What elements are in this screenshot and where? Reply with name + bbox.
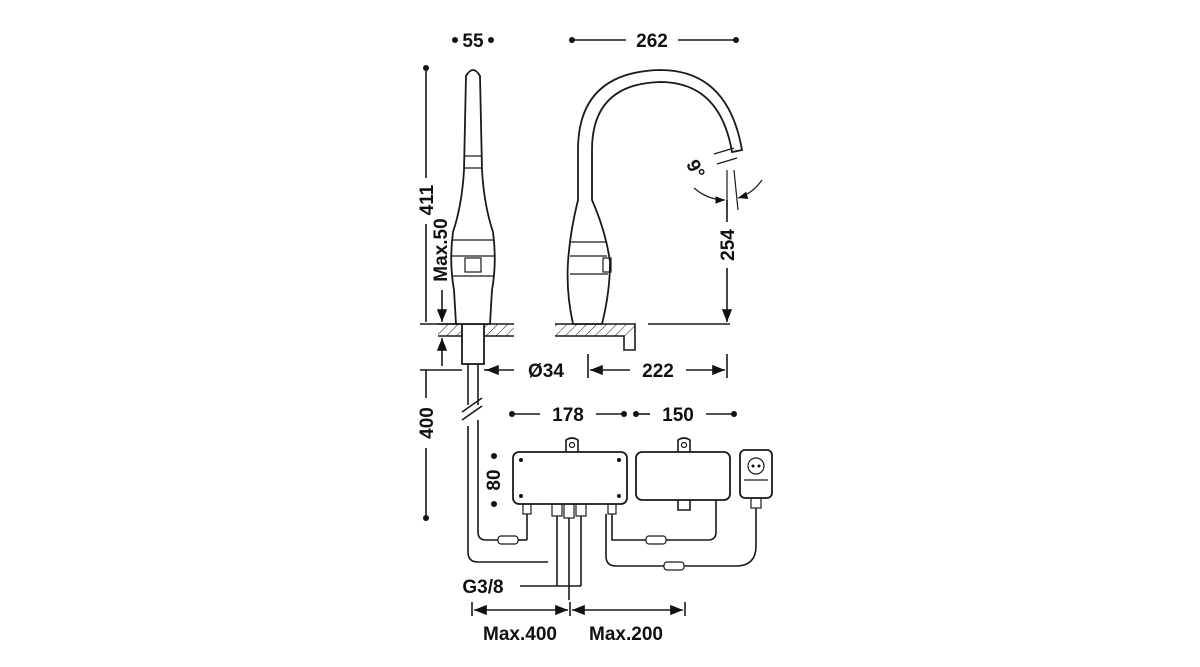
dim-connection: G3/8 [462, 577, 581, 598]
label-d34: Ø34 [528, 361, 564, 382]
label-411: 411 [417, 184, 438, 215]
label-g38: G3/8 [462, 577, 503, 598]
label-55: 55 [462, 31, 484, 52]
label-max400: Max.400 [483, 624, 557, 645]
side-view-faucet [555, 69, 744, 351]
label-max200: Max.200 [589, 624, 663, 645]
dim-angle: 9° [681, 156, 763, 211]
label-254: 254 [718, 229, 739, 261]
dim-max-deck: Max.50 [431, 218, 452, 366]
dim-base-offset: 222 [587, 354, 728, 382]
dim-spout-reach: 262 [569, 31, 739, 52]
label-222: 222 [642, 361, 674, 382]
dim-cable-length: 400 [417, 369, 462, 521]
dim-box-widths: 178 150 [509, 405, 737, 426]
label-400: 400 [417, 407, 438, 439]
wiring [467, 420, 757, 571]
dim-spout-width: 55 [452, 31, 494, 52]
control-box-secondary [635, 437, 731, 511]
front-view-faucet [438, 69, 514, 421]
dim-box-height: 80 [484, 453, 505, 507]
dim-max-lengths: Max.400 Max.200 [471, 602, 686, 645]
dim-spout-height: 254 [718, 200, 739, 322]
label-178: 178 [552, 405, 584, 426]
dim-hole-diameter: Ø34 [484, 361, 564, 382]
label-262: 262 [636, 31, 668, 52]
control-box-main [512, 437, 628, 600]
label-80: 80 [484, 469, 505, 490]
label-max50: Max.50 [431, 218, 452, 281]
power-plug [739, 449, 773, 509]
dim-total-height: 411 [417, 65, 460, 325]
label-9deg: 9° [681, 156, 708, 182]
label-150: 150 [662, 405, 694, 426]
